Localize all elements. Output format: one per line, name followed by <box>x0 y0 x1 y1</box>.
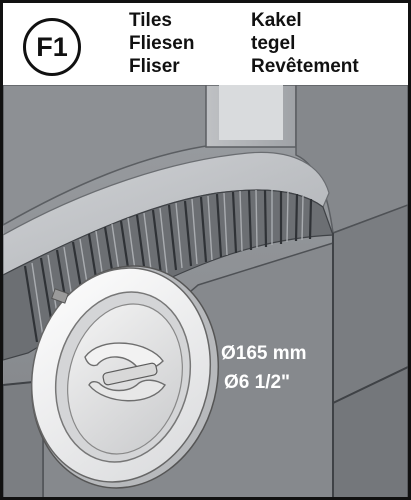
tile-cutout-illustration: Ø165 mm Ø6 1/2" <box>3 85 408 497</box>
vent-grip-lower <box>88 379 166 402</box>
label-revetement: Revêtement <box>251 56 359 77</box>
vent-grip-bar <box>102 362 158 386</box>
dimension-metric: Ø165 mm <box>221 343 307 364</box>
step-number: F1 <box>36 31 68 62</box>
label-kakel: Kakel <box>251 10 302 31</box>
dimension-imperial: Ø6 1/2" <box>224 372 290 393</box>
vent-tab <box>51 288 69 304</box>
label-tiles: Tiles <box>129 10 172 31</box>
label-fliser: Fliser <box>129 56 180 77</box>
vent-outlet <box>30 265 220 489</box>
label-tegel: tegel <box>251 33 296 54</box>
label-fliesen: Fliesen <box>129 33 195 54</box>
panel-header: F1 Tiles Fliesen Fliser Kakel tegel Revê… <box>3 3 408 83</box>
step-badge: F1 <box>23 18 81 76</box>
illustration-svg: Ø165 mm Ø6 1/2" <box>3 85 408 497</box>
duct-shaft-inner <box>219 85 283 140</box>
